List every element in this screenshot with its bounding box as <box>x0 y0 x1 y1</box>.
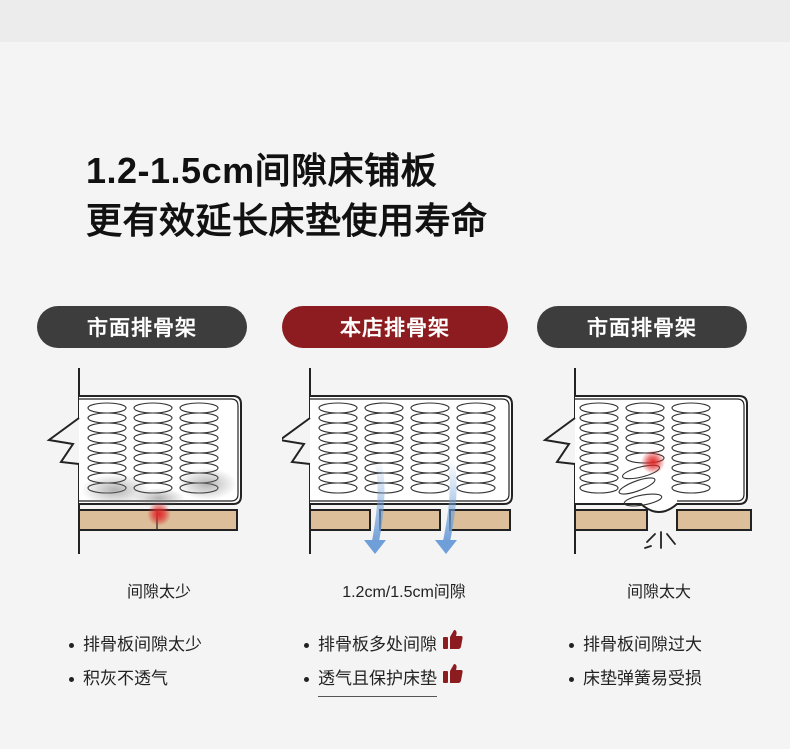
panel-our-store: 本店排骨架 <box>282 306 526 697</box>
bullet-text: 床垫弹簧易受损 <box>583 669 702 688</box>
panel-market-wide: 市面排骨架 <box>537 306 781 688</box>
bullet-item: 排骨板间隙过大 <box>569 628 702 662</box>
bed-slat <box>676 509 752 531</box>
mattress-proper-gap-illustration <box>282 368 513 554</box>
bullet-list: 排骨板间隙太少 积灰不透气 <box>69 628 202 696</box>
airflow-arrow-icon <box>364 456 386 554</box>
bullet-list: 排骨板间隙过大 床垫弹簧易受损 <box>569 628 702 696</box>
bullet-item: 床垫弹簧易受损 <box>569 662 702 696</box>
bullet-item: 排骨板间隙太少 <box>69 628 202 662</box>
airflow-arrow-icon <box>435 456 457 554</box>
bed-slat <box>379 509 441 531</box>
bullet-dot <box>69 676 74 682</box>
panel-label-pill: 市面排骨架 <box>37 306 247 348</box>
bullet-text: 透气且保护床垫 <box>318 662 437 697</box>
panel-label-pill: 本店排骨架 <box>282 306 508 348</box>
bullet-text: 排骨板多处间隙 <box>318 635 437 654</box>
panel-caption: 间隙太大 <box>626 584 691 601</box>
bullet-text: 排骨板间隙太少 <box>83 635 202 654</box>
mattress-narrow-gap-illustration <box>46 368 242 554</box>
pressure-hotspot-icon <box>147 502 171 526</box>
pressure-hotspot-icon <box>641 450 665 474</box>
top-band <box>0 0 790 42</box>
bullet-dot <box>304 676 309 682</box>
bullet-text: 排骨板间隙过大 <box>583 635 702 654</box>
thumbs-up-icon <box>442 662 464 696</box>
bed-slat <box>449 509 511 531</box>
bullet-item: 积灰不透气 <box>69 662 202 696</box>
bed-slat <box>574 509 648 531</box>
bullet-item: 排骨板多处间隙 <box>304 628 464 662</box>
bullet-item: 透气且保护床垫 <box>304 662 464 697</box>
panel-caption: 间隙太少 <box>126 584 191 601</box>
panel-market-narrow: 市面排骨架 <box>37 306 281 688</box>
bullet-dot <box>304 642 309 648</box>
bullet-dot <box>569 676 574 682</box>
bullet-list: 排骨板多处间隙 透气且保护床垫 <box>304 628 464 697</box>
bullet-dot <box>69 642 74 648</box>
headline-line-2: 更有效延长床垫使用寿命 <box>86 200 488 241</box>
thumbs-up-icon <box>442 628 464 662</box>
mattress-wide-gap-illustration <box>542 368 752 554</box>
panel-caption: 1.2cm/1.5cm间隙 <box>342 584 466 601</box>
headline: 1.2-1.5cm间隙床铺板 更有效延长床垫使用寿命 <box>86 146 488 246</box>
panel-label-pill: 市面排骨架 <box>537 306 747 348</box>
bullet-dot <box>569 642 574 648</box>
bed-slat <box>309 509 371 531</box>
headline-line-1: 1.2-1.5cm间隙床铺板 <box>86 150 438 191</box>
crack-icon <box>644 531 676 549</box>
bullet-text: 积灰不透气 <box>83 669 168 688</box>
